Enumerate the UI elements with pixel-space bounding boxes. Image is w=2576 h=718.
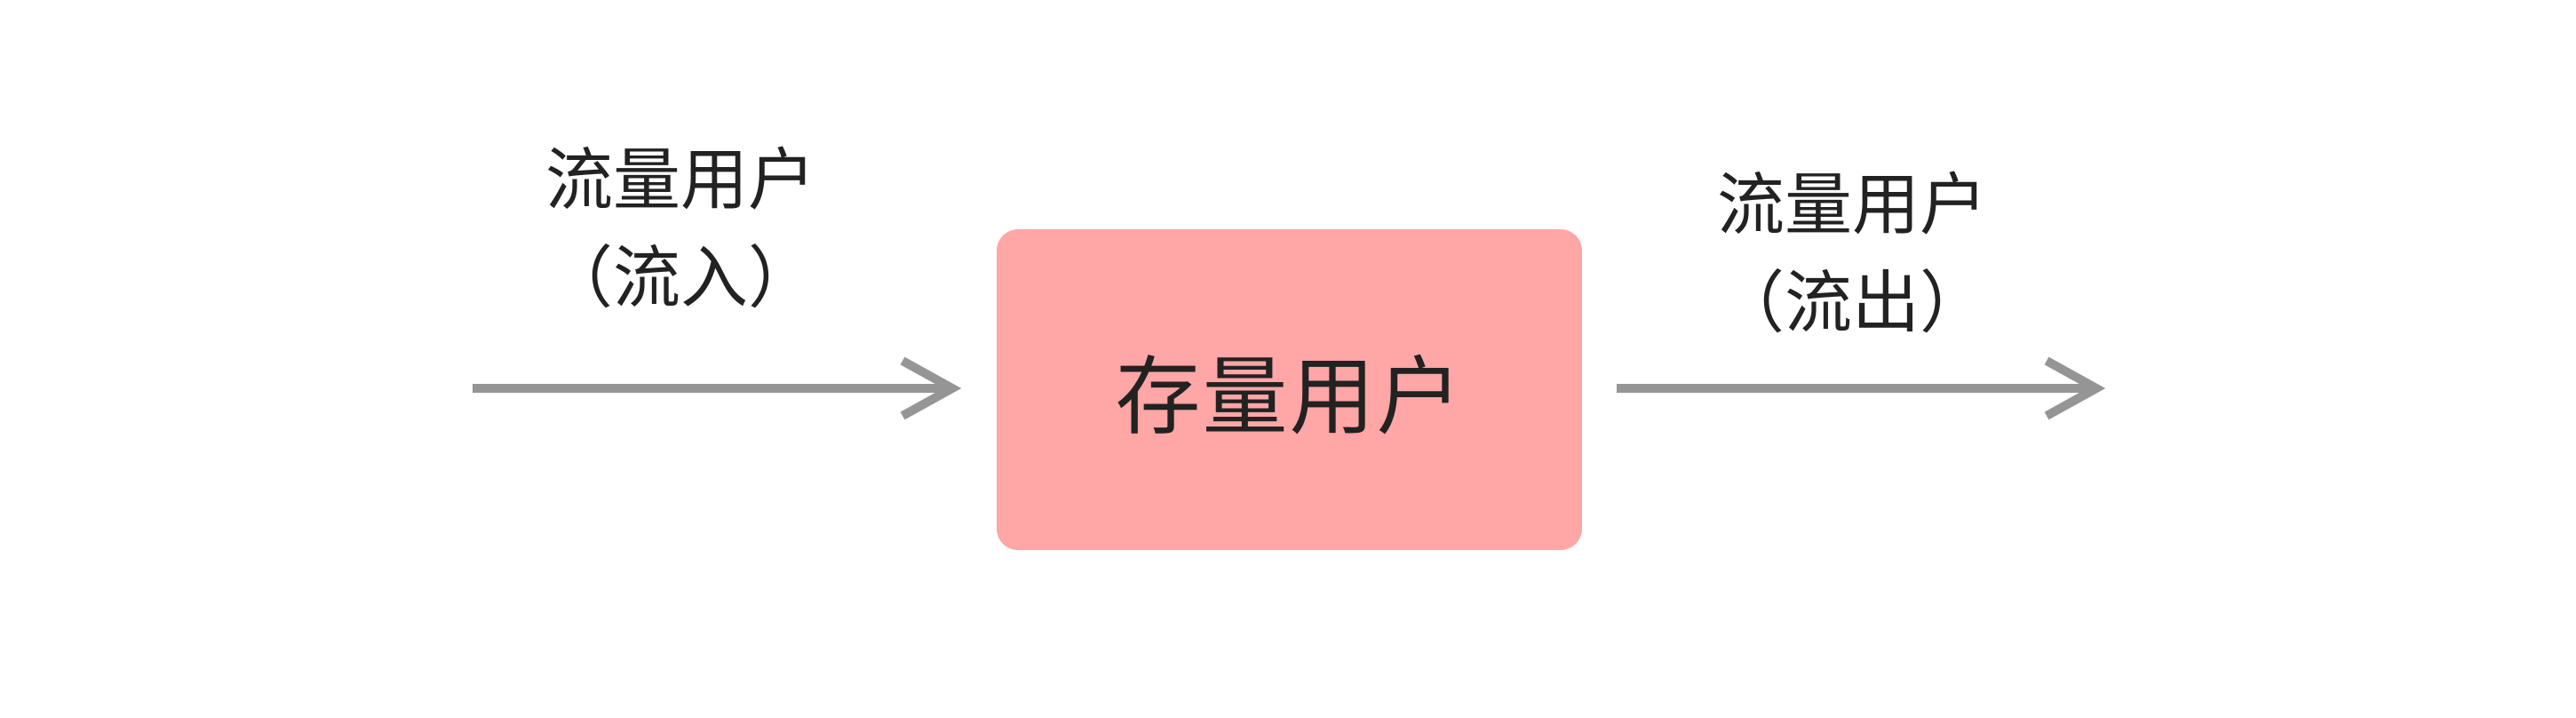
inflow-label-subtitle: （流入） [545, 238, 815, 317]
outflow-label-title: 流量用户 [1717, 165, 1987, 244]
outflow-label: 流量用户 （流出） [1674, 156, 2030, 352]
stock-users-box: 存量用户 [997, 229, 1582, 550]
inflow-label-title: 流量用户 [545, 140, 815, 219]
stock-users-label: 存量用户 [1115, 347, 1464, 447]
inflow-label: 流量用户 （流入） [503, 132, 858, 327]
outflow-label-subtitle: （流出） [1717, 263, 1987, 342]
